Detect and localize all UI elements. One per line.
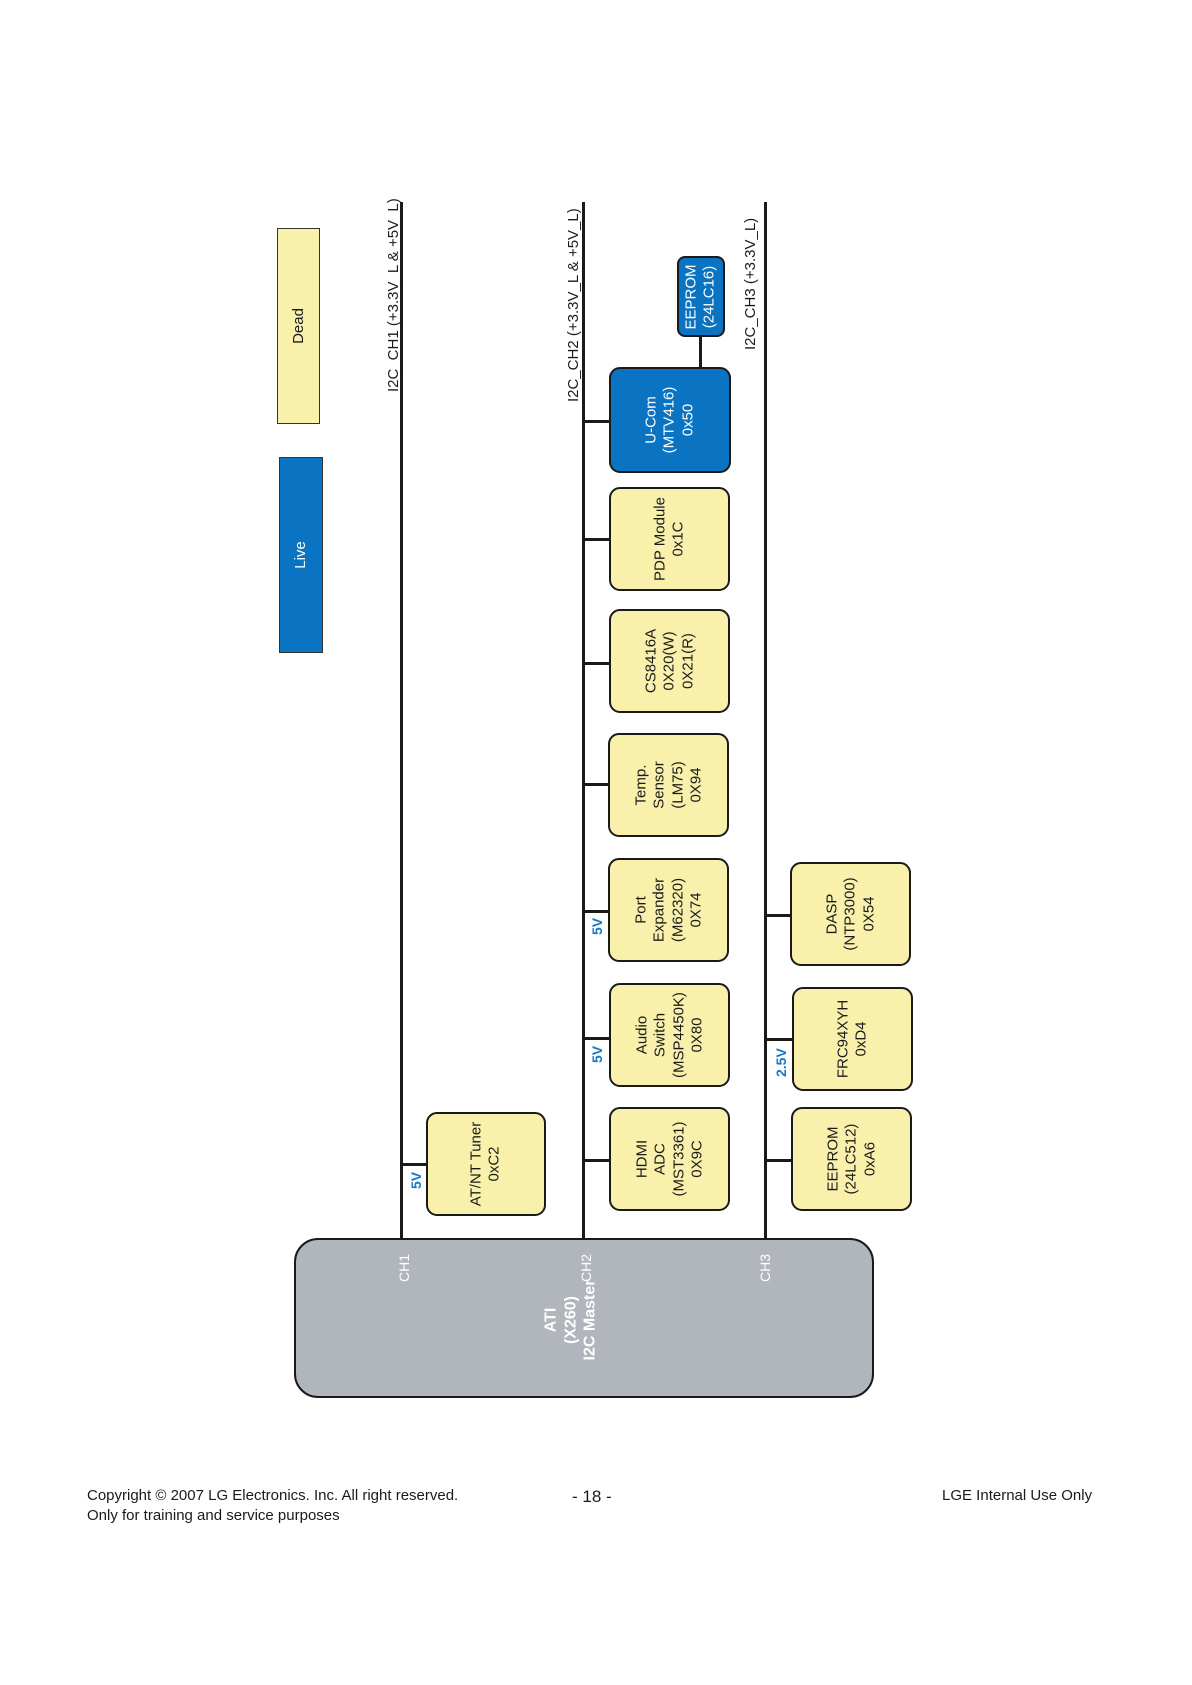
legend-live: Live	[279, 457, 323, 653]
device-ucom-label: U-Com(MTV416)0x50	[642, 386, 697, 454]
stub-ucom-eeprom	[699, 335, 702, 370]
voltage-port: 5V	[589, 917, 605, 935]
legend-dead: Dead	[277, 228, 320, 424]
stub-ucom	[584, 420, 610, 423]
footer-internal: LGE Internal Use Only	[942, 1487, 1093, 1504]
device-eeprom-24lc512: EEPROM(24LC512)0xA6	[791, 1107, 912, 1211]
footer-purpose: Only for training and service purposes	[87, 1507, 340, 1524]
device-dasp-label: DASP(NTP3000)0X54	[823, 877, 877, 951]
stub-pdp	[584, 538, 610, 541]
master-port-ch2: CH2	[578, 1253, 594, 1282]
stub-frc	[766, 1038, 792, 1041]
stub-port	[584, 910, 609, 913]
device-eeprom-24lc16-label: EEPROM(24LC16)	[682, 263, 718, 330]
bus-ch2-line	[582, 202, 585, 1240]
device-temp-sensor-label: Temp.Sensor(LM75)0X94	[631, 761, 704, 809]
voltage-frc: 2.5V	[773, 1048, 789, 1077]
stub-audio	[584, 1037, 610, 1040]
master-port-ch1: CH1	[396, 1253, 412, 1282]
device-eeprom-24lc512-label: EEPROM(24LC512)0xA6	[824, 1123, 878, 1195]
voltage-audio: 5V	[589, 1045, 605, 1063]
i2c-master-block: ATI (X260) I2C Master	[294, 1238, 874, 1398]
stub-hdmi	[584, 1159, 610, 1162]
footer-page-number: - 18 -	[572, 1487, 612, 1506]
bus-ch1-line	[400, 202, 403, 1240]
bus-ch2-label: I2C_CH2 (+3.3V_L & +5V_L)	[565, 208, 582, 402]
stub-cs	[584, 662, 610, 665]
master-port-ch3: CH3	[757, 1253, 773, 1282]
device-eeprom-24lc16: EEPROM(24LC16)	[677, 256, 725, 337]
i2c-master-label: ATI (X260) I2C Master	[542, 1279, 599, 1361]
device-dasp: DASP(NTP3000)0X54	[790, 862, 911, 966]
stub-tuner	[402, 1163, 427, 1166]
footer-copyright: Copyright © 2007 LG Electronics. Inc. Al…	[87, 1487, 459, 1504]
voltage-tuner: 5V	[408, 1171, 424, 1189]
stub-temp	[584, 783, 609, 786]
bus-ch3-label: I2C_CH3 (+3.3V_L)	[742, 217, 759, 350]
stub-eeprom512	[766, 1159, 792, 1162]
stub-dasp	[766, 914, 791, 917]
bus-ch1-label: I2C_CH1 (+3.3V_L & +5V_L)	[385, 198, 402, 392]
device-ucom: U-Com(MTV416)0x50	[609, 367, 731, 473]
bus-ch3-line	[764, 202, 767, 1240]
legend-dead-label: Dead	[289, 308, 307, 344]
device-temp-sensor: Temp.Sensor(LM75)0X94	[608, 733, 729, 837]
legend-live-label: Live	[291, 541, 309, 569]
